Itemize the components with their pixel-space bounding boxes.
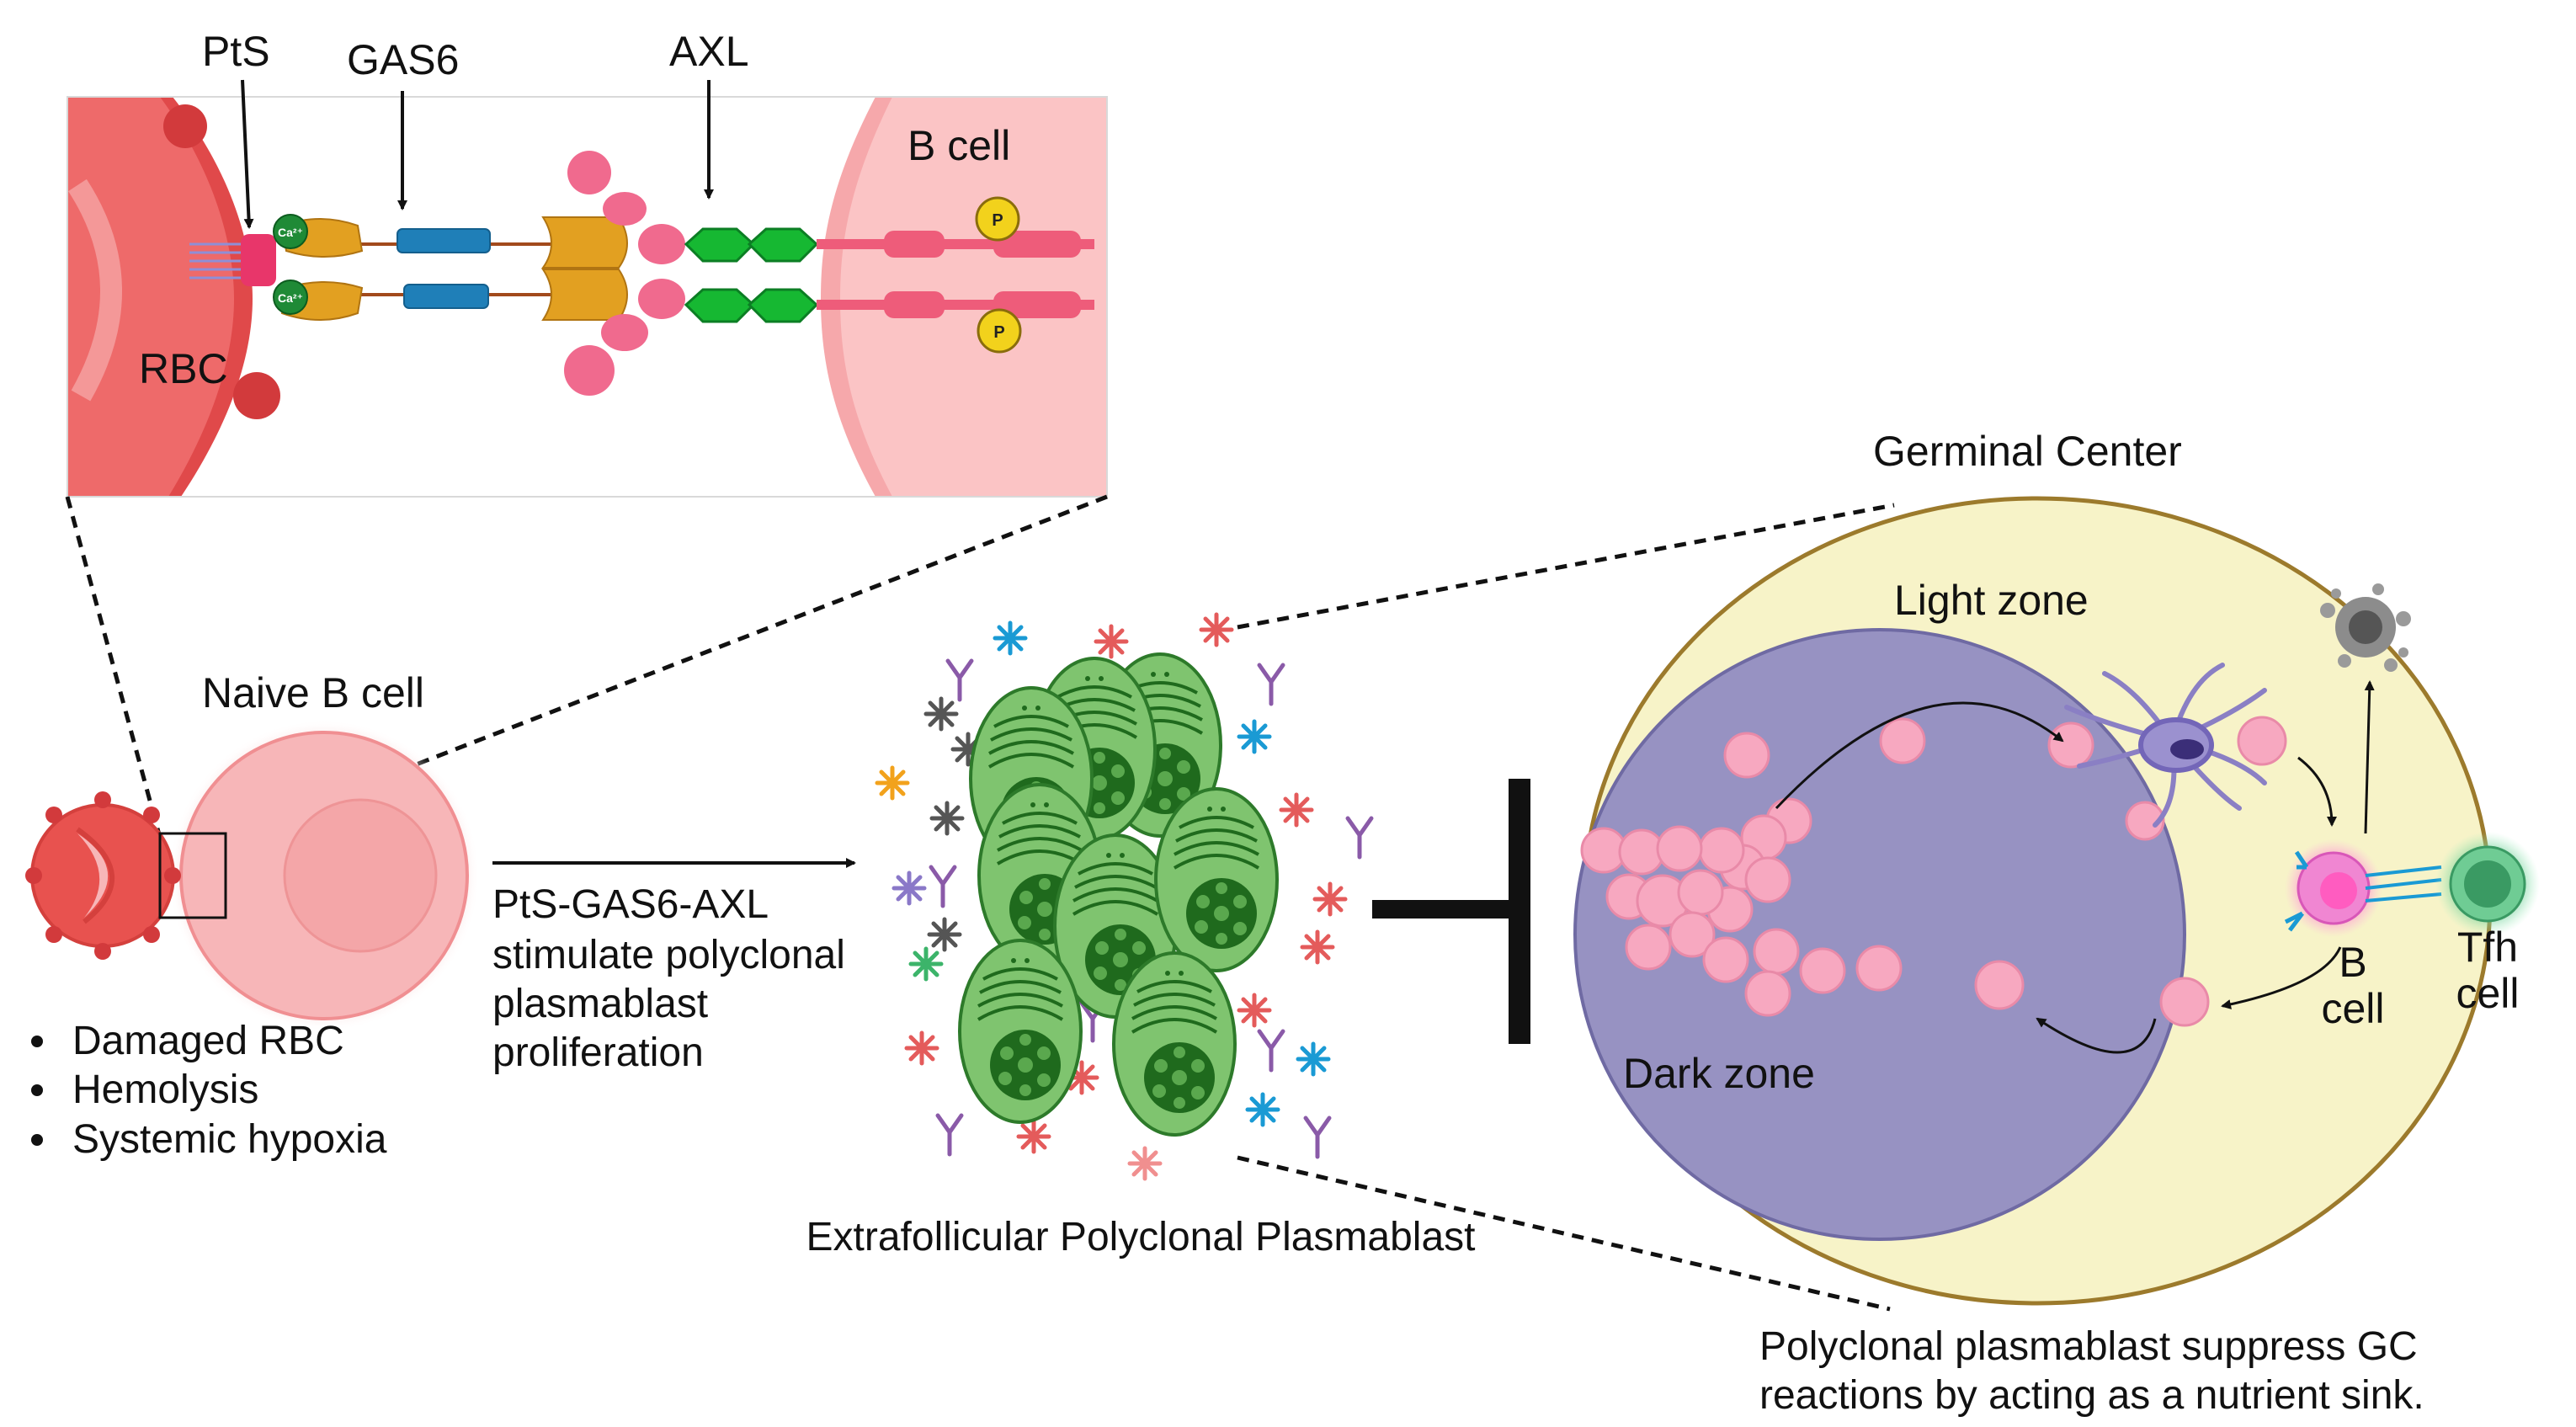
gas6-axl-upper — [280, 151, 1094, 269]
pts-label: PtS — [202, 28, 270, 75]
cause-bullets: Damaged RBC Hemolysis Systemic hypoxia — [31, 1019, 387, 1162]
caption-line-3: plasmablast — [492, 982, 708, 1026]
gc-bcell-label-2: cell — [2321, 985, 2384, 1032]
caption-line-2: stimulate polyclonal — [492, 933, 845, 977]
gc-bcell — [2284, 839, 2442, 937]
cytokine-icon — [995, 623, 1025, 653]
dark-zone — [1573, 628, 2186, 1241]
cytokine-icon — [926, 699, 956, 729]
gc-title: Germinal Center — [1873, 428, 2182, 475]
gc-flow-arrows — [1775, 680, 2375, 1054]
svg-text:Ca²⁺: Ca²⁺ — [278, 226, 303, 239]
plasmablast-cell — [958, 939, 1083, 1124]
germinal-center: Germinal Center Light zone Dark zone — [1573, 428, 2540, 1306]
light-zone-bcells — [2047, 716, 2287, 1027]
bcell-inset-label: B cell — [907, 122, 1010, 169]
tfh-label-2: cell — [2456, 970, 2519, 1017]
phospho-badge-upper: P — [975, 196, 1020, 242]
cytokine-icon — [1302, 932, 1333, 962]
naive-bcell: Naive B cell — [168, 669, 480, 1031]
gas6-label: GAS6 — [347, 36, 459, 83]
cytokine-icon — [877, 768, 907, 798]
cytokine-icon — [1239, 721, 1269, 752]
phospho-badge-lower: P — [977, 308, 1022, 354]
tfh-cell — [2435, 832, 2540, 936]
cytokine-icon — [894, 873, 924, 903]
antibody-icon — [1259, 1031, 1283, 1070]
cytokine-icon — [911, 949, 941, 979]
antibody-icon — [1306, 1118, 1329, 1157]
calcium-badge-lower: Ca²⁺ — [273, 280, 308, 315]
dark-zone-label: Dark zone — [1623, 1050, 1815, 1097]
naive-bcell-label: Naive B cell — [202, 669, 424, 716]
rbc-label: RBC — [139, 345, 228, 392]
cytokine-icon — [1130, 1148, 1160, 1179]
bullet-hemolysis: Hemolysis — [72, 1068, 258, 1112]
bullet-damaged-rbc: Damaged RBC — [72, 1019, 344, 1063]
cytokine-icon — [1281, 795, 1312, 825]
bullet-systemic-hypoxia: Systemic hypoxia — [72, 1117, 387, 1162]
antibody-icon — [938, 1116, 961, 1154]
plasmablast-label: Extrafollicular Polyclonal Plasmablast — [806, 1215, 1476, 1259]
cytokine-icon — [1096, 626, 1126, 657]
cytokine-icon — [1248, 1094, 1278, 1125]
dark-zone-bcells — [1580, 717, 2025, 1017]
cytokine-icon — [1201, 615, 1232, 645]
caption-line-1: PtS-GAS6-AXL — [492, 882, 769, 927]
pts-lipids — [189, 234, 276, 286]
cytokine-icon — [1315, 884, 1345, 914]
cytokine-icon — [907, 1033, 937, 1063]
antibody-icon — [931, 867, 955, 906]
tfh-label-1: Tfh — [2457, 924, 2518, 971]
axl-label: AXL — [669, 28, 749, 75]
cytokine-icon — [932, 803, 962, 833]
cytokine-icon — [929, 919, 960, 950]
stimulation-arrow: PtS-GAS6-AXL stimulate polyclonal plasma… — [492, 858, 856, 1075]
light-zone-label: Light zone — [1894, 577, 2089, 624]
cytokine-icon — [1298, 1044, 1328, 1074]
plasmablast-cell — [1112, 951, 1237, 1137]
svg-text:Ca²⁺: Ca²⁺ — [278, 291, 303, 305]
cytokine-icon — [1019, 1121, 1049, 1152]
antibody-icon — [1259, 665, 1283, 704]
calcium-badge-upper: Ca²⁺ — [273, 214, 308, 249]
zoom-lines — [65, 494, 1895, 1312]
footer-line-1: Polyclonal plasmablast suppress GC — [1759, 1324, 2418, 1369]
plasmablast-cell — [1154, 787, 1279, 972]
inhibition-bar — [1372, 779, 1530, 1044]
molecular-inset: Ca²⁺ Ca²⁺ P P RBC B cell — [67, 96, 1108, 498]
svg-text:P: P — [993, 323, 1004, 342]
cytokine-icon — [1239, 995, 1269, 1025]
plasmablast-cluster: Extrafollicular Polyclonal Plasmablast — [806, 615, 1476, 1259]
antibody-icon — [1348, 818, 1371, 857]
footer-line-2: reactions by acting as a nutrient sink. — [1759, 1373, 2424, 1418]
apoptotic-cell — [2320, 583, 2411, 672]
inset-pointers: PtS GAS6 AXL — [202, 28, 749, 229]
dendritic-cell — [2064, 663, 2267, 828]
damaged-rbc — [25, 791, 227, 960]
gc-bcell-label-1: B — [2339, 939, 2366, 986]
antibody-icon — [948, 661, 971, 700]
gas6-axl-lower — [280, 269, 1094, 396]
svg-text:P: P — [992, 211, 1003, 230]
caption-line-4: proliferation — [492, 1030, 704, 1075]
